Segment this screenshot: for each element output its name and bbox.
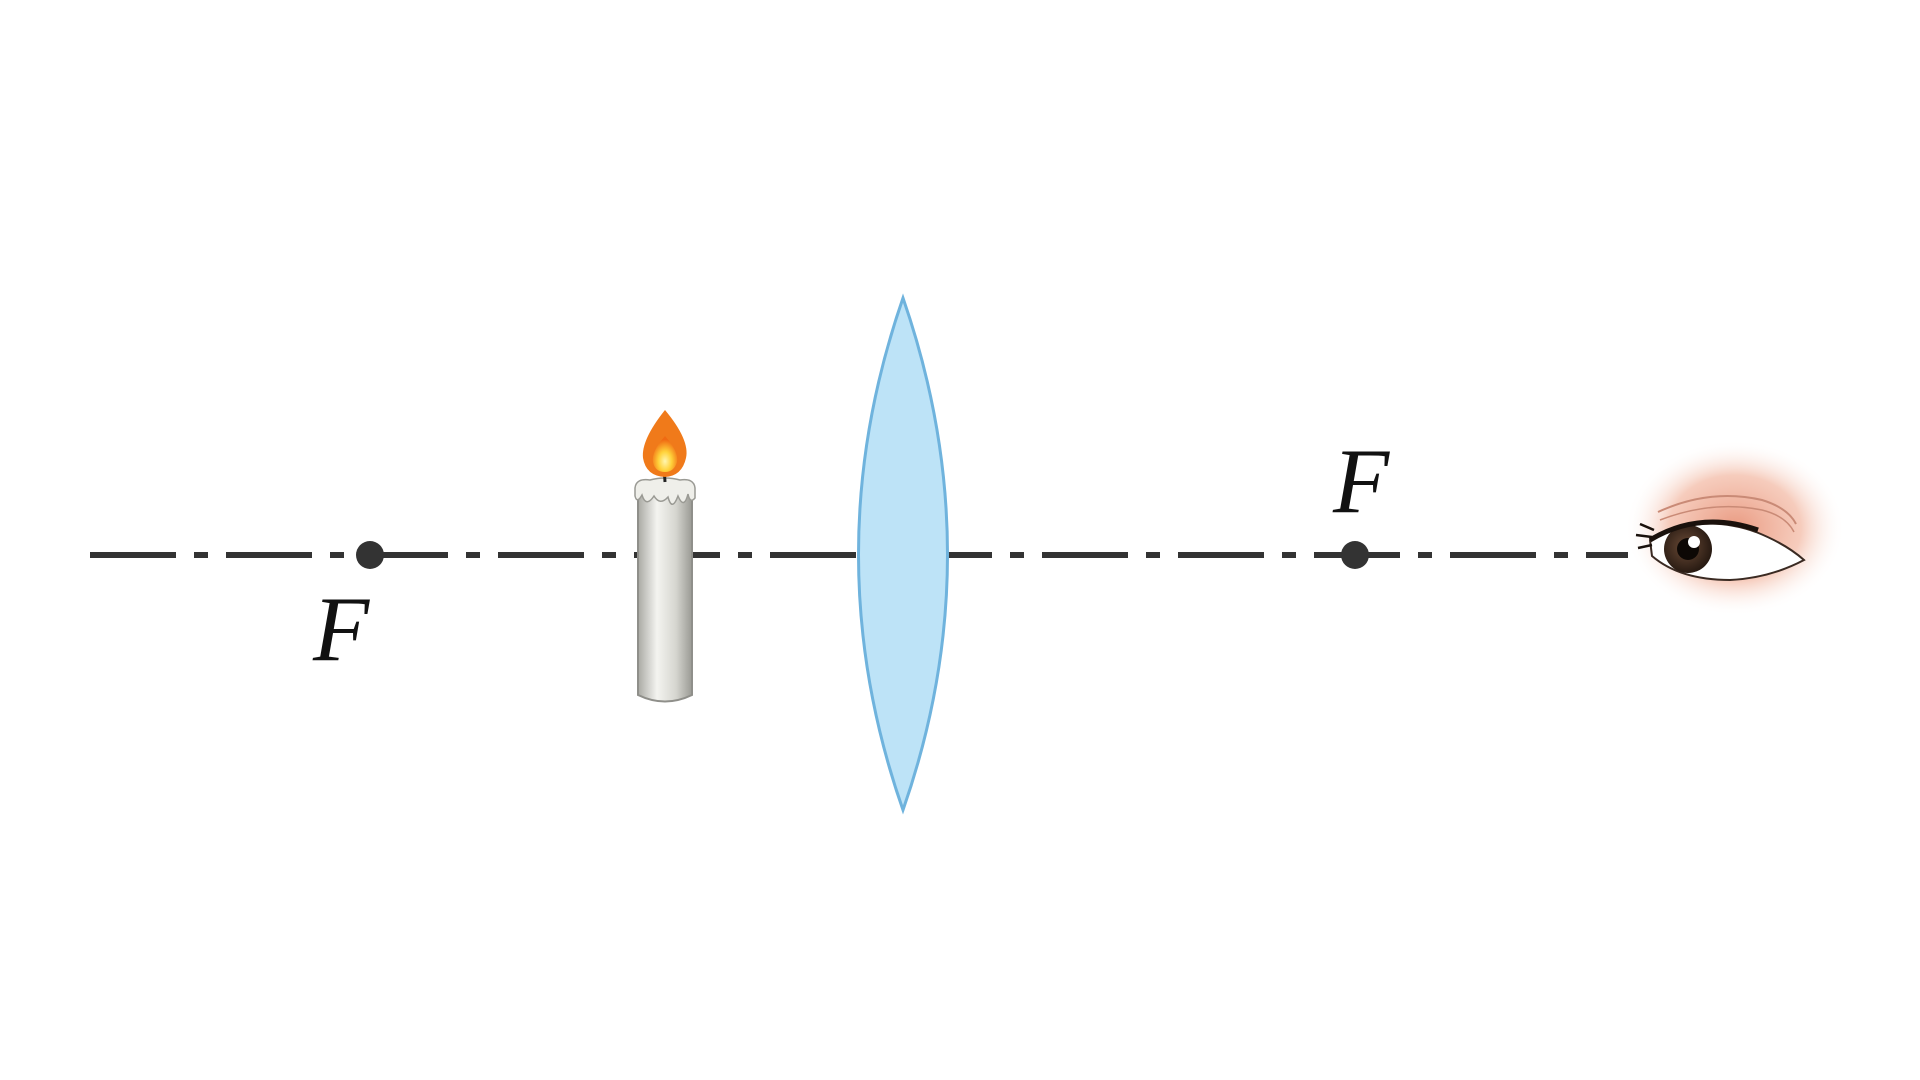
- focal-point-right: [1341, 541, 1369, 569]
- focal-label-right: F: [1332, 430, 1390, 532]
- candle-icon: [634, 410, 696, 703]
- focal-point-left: [356, 541, 384, 569]
- convex-lens: [857, 293, 949, 815]
- eye-icon: [1625, 440, 1845, 616]
- focal-label-left: F: [312, 578, 370, 680]
